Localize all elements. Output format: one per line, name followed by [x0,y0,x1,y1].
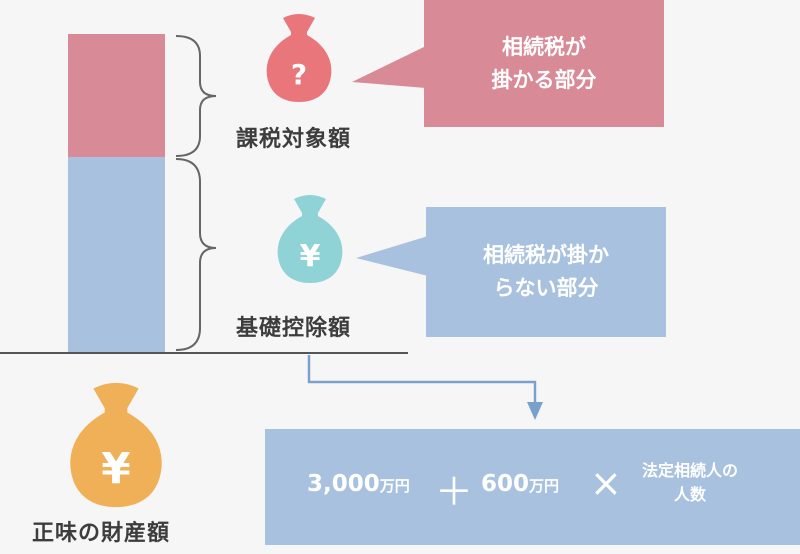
legal-heirs-count: 法定相続人の 人数 [631,459,749,507]
brace-taxable [175,35,217,157]
assets-money-bag-icon: ¥ [70,382,162,508]
formula-base-unit: 万円 [379,477,410,495]
question-money-bag-icon: ? [266,14,332,102]
svg-text:?: ? [291,58,307,91]
deduction-formula: 3,000万円 ＋ 600万円 × 法定相続人の 人数 [265,429,800,545]
taxable-segment [68,34,165,157]
svg-text:¥: ¥ [300,239,321,274]
arrow-head [527,402,543,420]
untaxed-portion-callout: 相続税が掛か らない部分 [426,207,666,337]
yen-money-bag-icon: ¥ [277,195,343,283]
svg-text:¥: ¥ [101,444,131,493]
callout-tail-untaxed [356,236,428,276]
legal-heirs-line1: 法定相続人の [641,461,738,480]
net-assets-label: 正味の財産額 [32,521,171,546]
legal-heirs-line2: 人数 [673,485,706,504]
formula-base-amount: 3,000 [307,471,380,497]
formula-base: 3,000万円 [307,471,410,497]
formula-per-unit: 万円 [529,477,560,495]
taxable-amount-label: 課税対象額 [236,127,352,152]
formula-per-amount: 600 [481,471,530,497]
formula-per-heir: 600万円 [481,471,559,497]
brace-deduction [175,158,217,351]
deduction-segment [68,157,165,354]
callout-tail-taxed [352,46,426,88]
times-sign: × [590,461,622,505]
taxed-portion-callout: 相続税が 掛かる部分 [424,0,664,127]
arrow-connector [307,355,537,404]
basic-deduction-label: 基礎控除額 [236,316,352,341]
plus-sign: ＋ [435,470,474,514]
baseline [0,352,408,354]
